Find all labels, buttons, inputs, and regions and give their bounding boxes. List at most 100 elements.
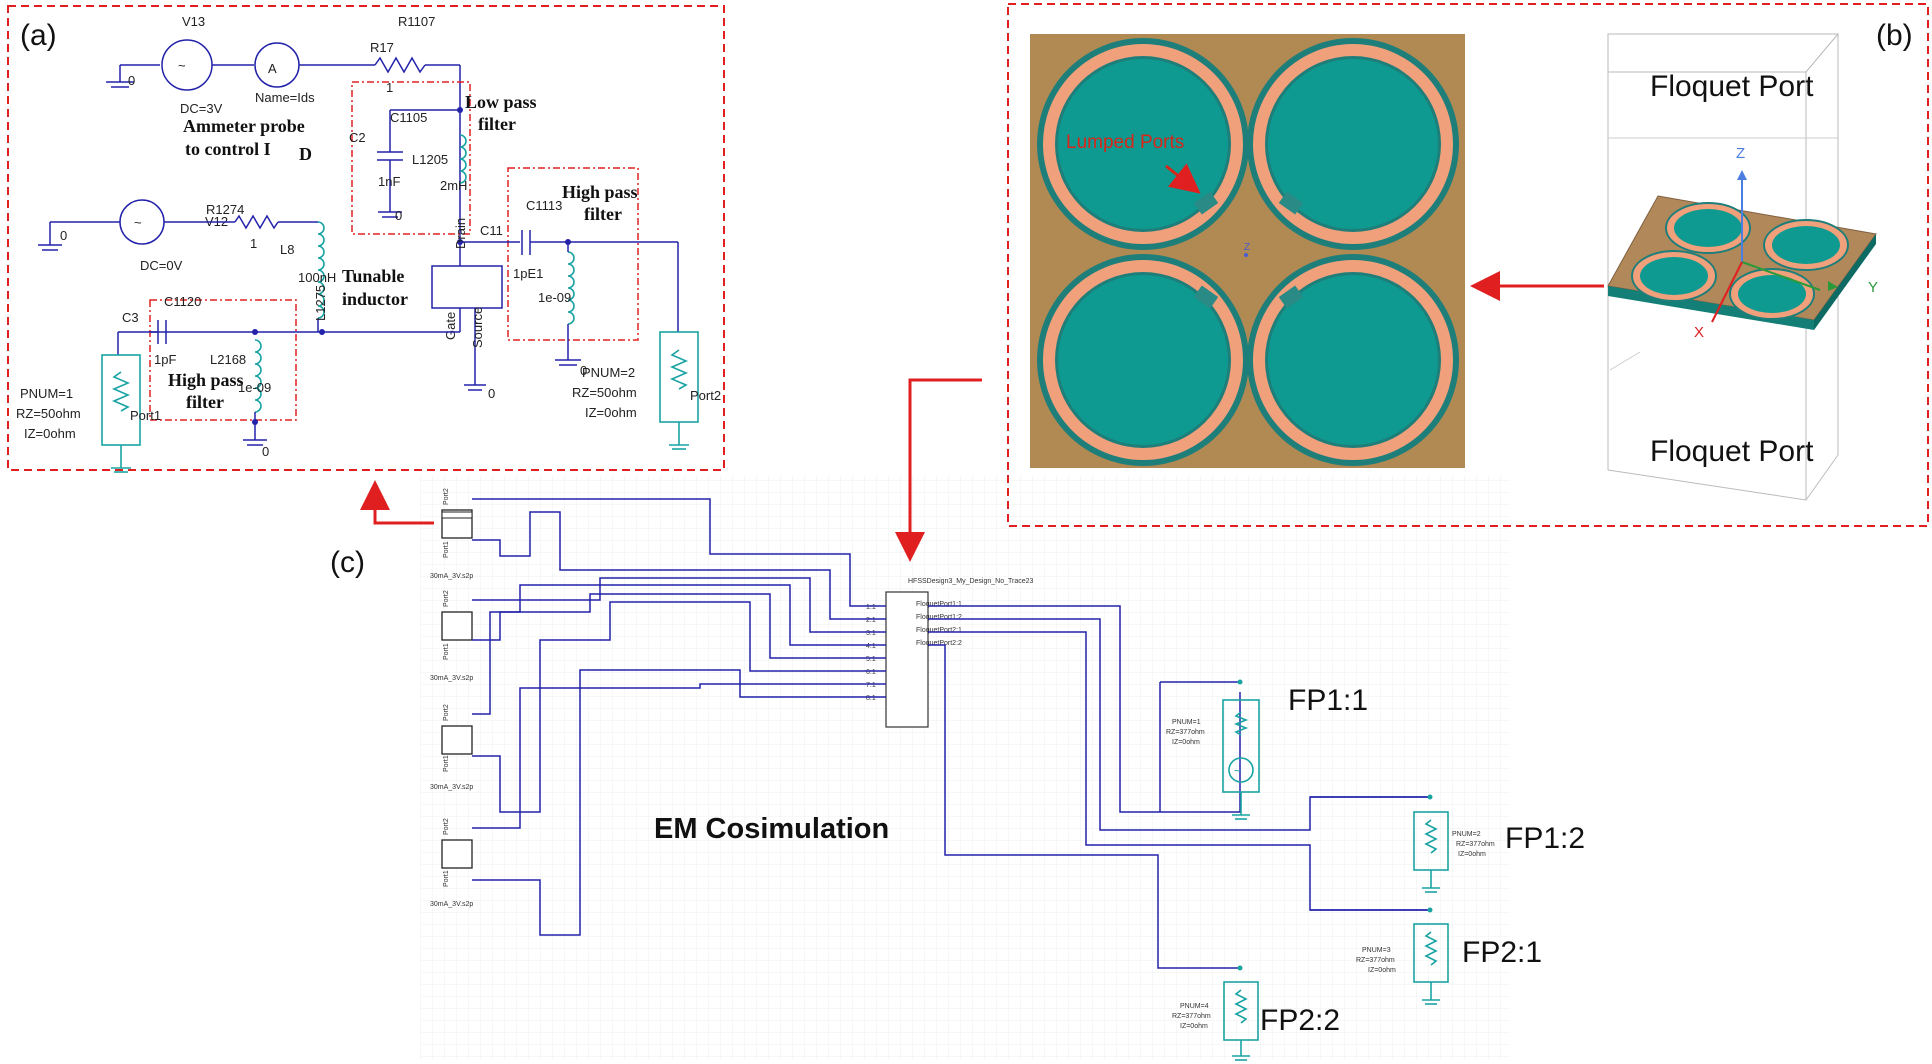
fp1-2-label: FP1:2 [1505,822,1585,855]
svg-text:~: ~ [1234,763,1242,778]
v13-branch: 0 ~ V13 A Name=Ids DC=3V R1107 R17 1 Amm… [106,14,461,240]
svg-text:PNUM=2: PNUM=2 [1452,831,1481,838]
svg-text:7:1: 7:1 [866,682,876,689]
svg-text:1pF: 1pF [154,352,176,367]
l1205-inductor [459,134,467,184]
svg-text:IZ=0ohm: IZ=0ohm [24,426,76,441]
cosim-wires [472,498,1430,969]
port1-term: Port1 PNUM=1 RZ=50ohm IZ=0ohm [16,332,161,473]
svg-text:filter: filter [478,114,516,134]
svg-text:1: 1 [250,236,257,251]
svg-text:Port1: Port1 [443,870,450,887]
svg-text:Tunable: Tunable [342,266,404,286]
svg-text:PNUM=3: PNUM=3 [1362,947,1391,954]
svg-text:Port1: Port1 [130,408,161,423]
svg-text:0: 0 [60,228,67,243]
transistor: Drain Gate Source 0 [431,218,503,401]
svg-text:Z: Z [1244,242,1250,253]
high-pass-left-components: C1120 C3 1pF L2168 1e-09 0 [118,294,271,459]
svg-text:100nH: 100nH [298,270,336,285]
port2-term: Port2 PNUM=2 RZ=50ohm IZ=0ohm [572,242,721,450]
s2p-block: Port2 Port1 30mA_3V.s2p [430,704,473,791]
low-pass-components: 0 C1105 C2 1nF L1205 2mH [349,107,467,223]
svg-text:DC=0V: DC=0V [140,258,183,273]
v12-branch: 0 ~ R1274 V12 DC=0V 1 L8 100nH L1275 [38,199,336,332]
svg-text:6:1: 6:1 [866,669,876,676]
svg-text:RZ=50ohm: RZ=50ohm [16,406,81,421]
hfss-pins-right: FloquetPort1:1 FloquetPort1:2 FloquetPor… [916,601,962,647]
svg-text:RZ=377ohm: RZ=377ohm [1356,957,1395,964]
svg-text:3:1: 3:1 [866,630,876,637]
svg-text:D: D [299,144,312,164]
svg-text:PNUM=2: PNUM=2 [582,365,635,380]
svg-text:Low pass: Low pass [465,92,537,112]
svg-text:FloquetPort2:2: FloquetPort2:2 [916,640,962,647]
svg-text:A: A [268,61,277,76]
v12-source [119,199,165,245]
svg-text:2mH: 2mH [440,178,467,193]
svg-text:~: ~ [178,58,186,73]
svg-text:Port1: Port1 [443,541,450,558]
fp1-1-term: ~ PNUM=1 RZ=377ohm IZ=0ohm FP1:1 [1159,679,1368,820]
high-pass-filter-box-right [507,167,639,341]
panel-c-grid [420,475,1510,1060]
r17-resistor [374,56,426,74]
hfss-pins-left: 1:1 2:1 3:1 4:1 5:1 6:1 7:1 8:1 [866,604,876,702]
svg-text:2:1: 2:1 [866,617,876,624]
svg-text:PNUM=4: PNUM=4 [1180,1003,1209,1010]
low-pass-filter-box [351,81,471,235]
svg-text:L1275: L1275 [313,285,328,321]
svg-text:IZ=0ohm: IZ=0ohm [1458,851,1486,858]
svg-text:1pE1: 1pE1 [513,266,543,281]
svg-text:1:1: 1:1 [866,604,876,611]
panel-a: (a) 0 ~ V13 A Name=Ids DC=3V R1107 R17 1… [7,5,725,473]
svg-text:R1107: R1107 [398,14,435,29]
patch-cell [1247,38,1459,250]
svg-text:FloquetPort1:2: FloquetPort1:2 [916,614,962,621]
svg-text:Drain: Drain [453,218,468,249]
svg-text:Port2: Port2 [443,704,450,721]
svg-text:Port2: Port2 [443,590,450,607]
s2p-block: Port2 Port1 30mA_3V.s2p [430,590,473,682]
patch-3d [1631,202,1849,320]
s2p-block: Port2 Port1 30mA_3V.s2p [430,818,473,908]
svg-text:C1120: C1120 [164,294,201,309]
fp2-2-term: PNUM=4 RZ=377ohm IZ=0ohm FP2:2 [1172,965,1340,1061]
fp1-2-term: PNUM=2 RZ=377ohm IZ=0ohm FP1:2 [1310,794,1585,893]
svg-text:filter: filter [186,392,224,412]
svg-text:1: 1 [386,80,393,95]
right-hp-inductor [567,251,575,325]
patch-array [1037,38,1459,466]
svg-text:High pass: High pass [562,182,638,202]
r1274-resistor [234,214,279,230]
svg-text:~: ~ [134,215,142,230]
svg-text:0: 0 [488,386,495,401]
svg-text:filter: filter [584,204,622,224]
svg-text:8:1: 8:1 [866,695,876,702]
arrow-c-to-a [360,480,434,525]
high-pass-filter-box-left [149,299,297,421]
svg-text:C1113: C1113 [526,198,562,213]
hfss-block [885,591,929,728]
panel-b-label: (b) [1876,19,1913,52]
svg-text:X: X [1694,324,1704,341]
svg-text:Gate: Gate [443,312,458,340]
svg-text:RZ=377ohm: RZ=377ohm [1166,729,1205,736]
svg-text:1e-09: 1e-09 [538,290,571,305]
ammeter-probe [254,42,300,88]
svg-text:C2: C2 [349,130,366,145]
patch-cell [1037,254,1249,466]
svg-text:30mA_3V.s2p: 30mA_3V.s2p [430,784,473,791]
svg-text:Ammeter probe: Ammeter probe [183,116,305,136]
left-hp-inductor [254,339,262,413]
high-pass-right-components: C11 C1113 1pE1 1e-09 0 [460,198,678,378]
svg-text:C1105: C1105 [390,110,427,125]
svg-text:IZ=0ohm: IZ=0ohm [585,405,637,420]
svg-text:R17: R17 [370,40,394,55]
s2p-block: Port2 Port1 30mA_3V.s2p [430,488,473,580]
patch-cell [1247,254,1459,466]
svg-text:30mA_3V.s2p: 30mA_3V.s2p [430,573,473,580]
svg-text:Z: Z [1736,145,1745,162]
fp2-1-term: PNUM=3 RZ=377ohm IZ=0ohm FP2:1 [1310,907,1542,1005]
svg-text:1nF: 1nF [378,174,400,189]
